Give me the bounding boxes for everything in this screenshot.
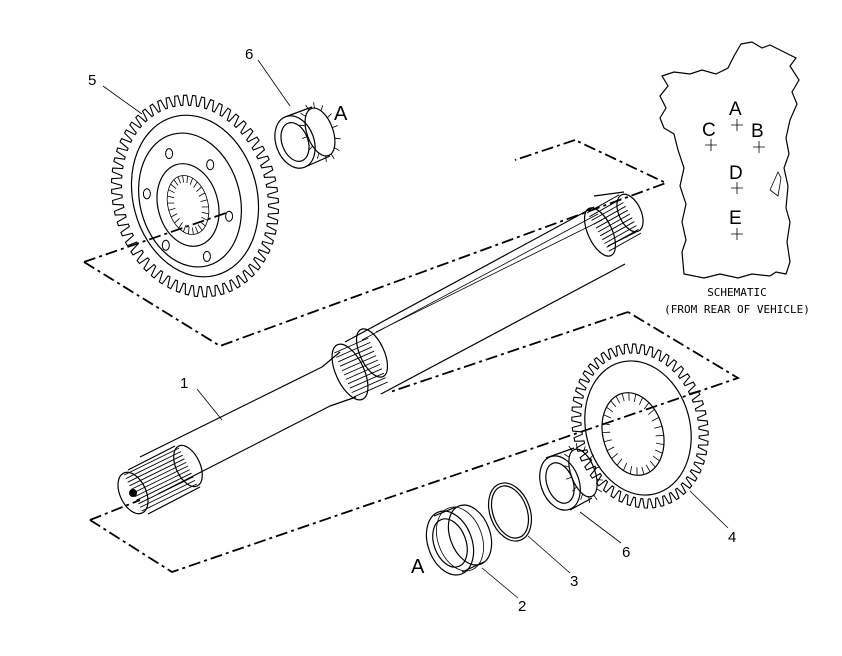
callout-2: 2 — [518, 598, 526, 615]
schematic-label-e: E — [729, 208, 742, 229]
splined-sleeve-part-6-top — [274, 102, 341, 169]
large-gear-part-5 — [110, 94, 280, 298]
left-spline-teeth — [124, 447, 197, 512]
callout-4: 4 — [728, 529, 736, 546]
gear-5-teeth — [110, 94, 280, 298]
middle-spline-teeth — [334, 337, 388, 398]
callout-6-top: 6 — [245, 46, 253, 63]
sleeve-6-bottom-teeth — [563, 443, 603, 503]
schematic-label-c: C — [702, 120, 716, 141]
schematic-point-markers — [705, 119, 765, 240]
schematic-case-outline — [659, 41, 800, 279]
callout-3: 3 — [570, 573, 578, 590]
schematic-label-b: B — [751, 121, 764, 142]
reference-letter-a-bottom: A — [411, 556, 425, 578]
callout-1: 1 — [180, 375, 188, 392]
schematic-label-d: D — [729, 163, 743, 184]
snap-ring-part-3 — [487, 482, 533, 542]
schematic-label-a: A — [729, 99, 742, 120]
gear-4-teeth — [571, 343, 709, 509]
callout-5: 5 — [88, 72, 96, 89]
gear-part-4 — [571, 343, 709, 509]
lower-phantom-frame — [89, 311, 741, 573]
bearing-cup-part-2 — [425, 504, 493, 576]
callout-6-bottom: 6 — [622, 544, 630, 561]
sleeve-6-top-teeth — [299, 102, 341, 162]
gear-5-bolt-holes — [142, 148, 234, 262]
schematic-caption-subtitle: (FROM REAR OF VEHICLE) — [664, 303, 810, 316]
right-spline-teeth — [586, 194, 642, 252]
callout-labels: 1 2 3 4 5 6 6 A A — [88, 46, 736, 615]
main-shaft — [117, 191, 644, 515]
upper-phantom-frame — [83, 139, 669, 347]
reference-letter-a-top: A — [334, 103, 348, 125]
schematic-point-labels: A B C D E — [702, 99, 764, 229]
splined-sleeve-part-6-bottom — [539, 443, 603, 511]
schematic-caption-title: SCHEMATIC — [707, 286, 767, 299]
gear-4-inner-spline — [602, 392, 664, 476]
gear-5-inner-spline — [167, 175, 209, 235]
leader-lines — [102, 59, 729, 599]
